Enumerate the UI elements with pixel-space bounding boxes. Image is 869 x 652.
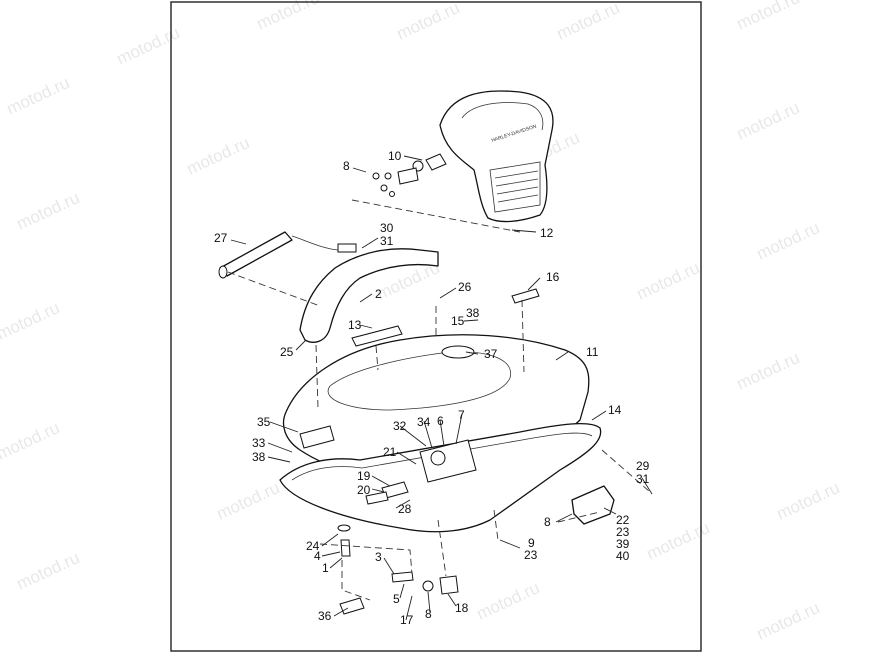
watermark-text: motod.ru [774,478,843,524]
callout-23: 23 [524,548,538,562]
callout-15: 15 [451,314,465,328]
striker-bracket [571,485,615,525]
callout-33: 33 [252,436,266,450]
watermark-text: motod.ru [14,188,83,234]
watermark-text: motod.ru [754,218,823,264]
callout-1: 1 [322,561,329,575]
callout-4: 4 [314,549,321,563]
lower-hardware [337,524,459,615]
watermark-text: motod.ru [14,548,83,594]
watermark-text: motod.ru [0,298,62,344]
callout-3: 3 [375,550,382,564]
latch-assembly [365,439,477,505]
tour-pak-lid [282,334,590,489]
watermark-text: motod.ru [734,0,803,34]
callout-11: 11 [586,345,599,359]
callout-14: 14 [608,403,622,417]
backrest-hardware [351,153,521,233]
callout-5: 5 [393,592,400,606]
callout-38: 38 [252,450,266,464]
callout-29: 29 [636,459,650,473]
callout-18: 18 [455,601,469,615]
pivot-bar [218,231,357,279]
callout-2: 2 [375,287,382,301]
watermark-text: motod.ru [4,73,73,119]
callout-7: 7 [458,408,465,422]
grab-handle [299,248,439,343]
callout-38: 38 [466,306,480,320]
callout-6: 6 [437,414,444,428]
callout-39: 39 [616,537,630,551]
callout-20: 20 [357,483,371,497]
watermark-text: motod.ru [0,418,62,464]
callout-35: 35 [257,415,271,429]
watermark-text: motod.ru [734,98,803,144]
callout-9: 9 [528,536,535,550]
callout-34: 34 [417,415,431,429]
callout-40: 40 [616,549,630,563]
callout-37: 37 [484,347,498,361]
callout-31: 31 [380,234,394,248]
callout-8: 8 [544,515,551,529]
leader-lines [230,155,653,621]
callout-24: 24 [306,539,320,553]
hinge-plate [299,425,335,449]
diagram-frame [170,1,702,652]
callout-32: 32 [393,419,407,433]
callout-labels: 27 8 10 12 30 31 2 26 16 13 38 15 37 11 … [214,149,650,627]
callout-26: 26 [458,280,472,294]
callout-8: 8 [343,159,350,173]
callout-23: 23 [616,525,630,539]
lid-pad [351,325,403,347]
watermark-text: motod.ru [734,348,803,394]
callout-28: 28 [398,502,412,516]
backrest-pad: HARLEY-DAVIDSON [439,90,554,223]
callout-17: 17 [400,613,414,627]
callout-13: 13 [348,318,362,332]
callout-22: 22 [616,513,630,527]
callout-10: 10 [388,149,402,163]
callout-27: 27 [214,231,228,245]
callout-31: 31 [636,472,650,486]
callout-8: 8 [425,607,432,621]
callout-21: 21 [383,445,397,459]
callout-30: 30 [380,221,394,235]
hinge-pad [511,288,540,304]
callout-12: 12 [540,226,554,240]
callout-36: 36 [318,609,332,623]
assembly-lines [227,271,651,601]
watermark-text: motod.ru [754,598,823,644]
callout-19: 19 [357,469,371,483]
callout-16: 16 [546,270,560,284]
callout-25: 25 [280,345,294,359]
